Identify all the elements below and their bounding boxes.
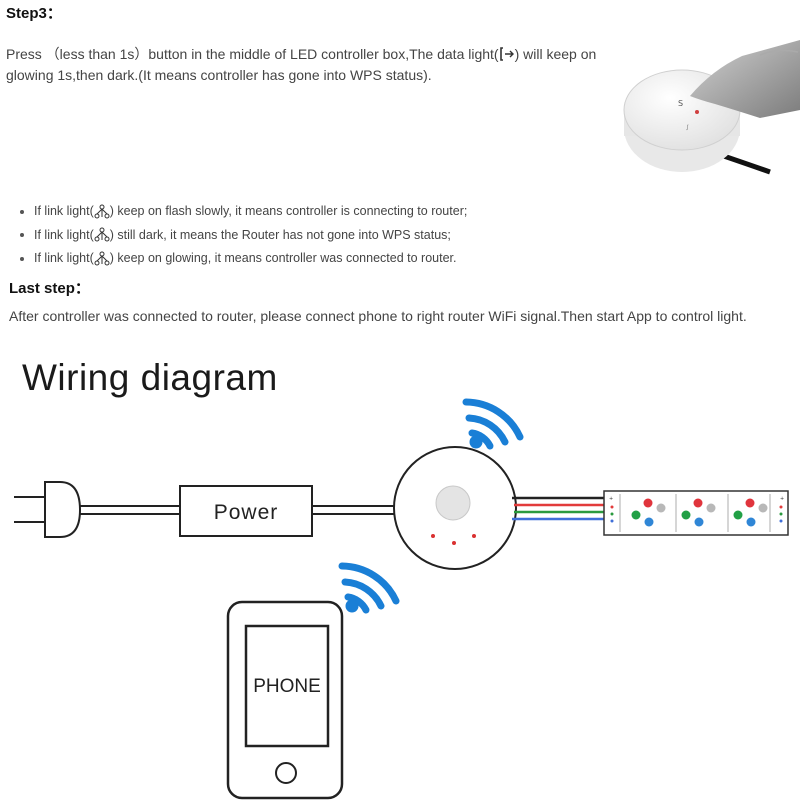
led-cluster: [631, 498, 666, 527]
bullet-dot: [20, 233, 24, 238]
controller-button: [435, 485, 471, 521]
list-item: If link light( ) keep on glowing, it mea…: [20, 247, 467, 271]
link-light-status-list: If link light( ) keep on flash slowly, i…: [20, 200, 467, 271]
phone-label: PHONE: [253, 676, 321, 697]
plug-icon: [14, 481, 180, 538]
svg-text:+: +: [780, 496, 784, 502]
step3-instructions: Press （less than 1s）button in the middle…: [6, 44, 626, 86]
link-light-icon: [94, 251, 110, 267]
wifi-icon: [462, 398, 524, 450]
step3-text-start: Press （less than 1s）button in the middle…: [6, 46, 499, 62]
wiring-diagram-title: Wiring diagram: [22, 357, 278, 398]
svg-text:S: S: [678, 99, 683, 108]
led-cluster: [681, 498, 716, 527]
svg-text:+: +: [609, 496, 613, 502]
link-light-icon: [94, 227, 110, 243]
led-strip: ++: [603, 490, 789, 536]
rgb-wires: [512, 496, 604, 521]
led-cluster: [733, 498, 768, 527]
list-item: If link light( ) still dark, it means th…: [20, 224, 467, 248]
step3-text-end: ) will keep on glowing 1s,then dark.(It …: [6, 46, 597, 83]
bullet-dot: [20, 256, 24, 261]
data-light-icon: [499, 46, 515, 62]
svg-text:ꭍ: ꭍ: [686, 124, 689, 132]
step3-heading: Step3：: [6, 5, 62, 22]
wifi-icon: [338, 562, 400, 614]
power-supply-box: Power: [179, 485, 313, 537]
last-step-text: After controller was connected to router…: [9, 308, 747, 324]
list-item: If link light( ) keep on flash slowly, i…: [20, 200, 467, 224]
controller-unit: [393, 446, 517, 570]
phone-illustration: PHONE: [226, 600, 344, 800]
phone-screen: [244, 624, 330, 748]
power-label: Power: [214, 501, 279, 524]
home-button-icon: [275, 762, 297, 784]
link-light-icon: [94, 204, 110, 220]
bullet-dot: [20, 209, 24, 214]
last-step-heading: Last step：: [9, 280, 90, 297]
